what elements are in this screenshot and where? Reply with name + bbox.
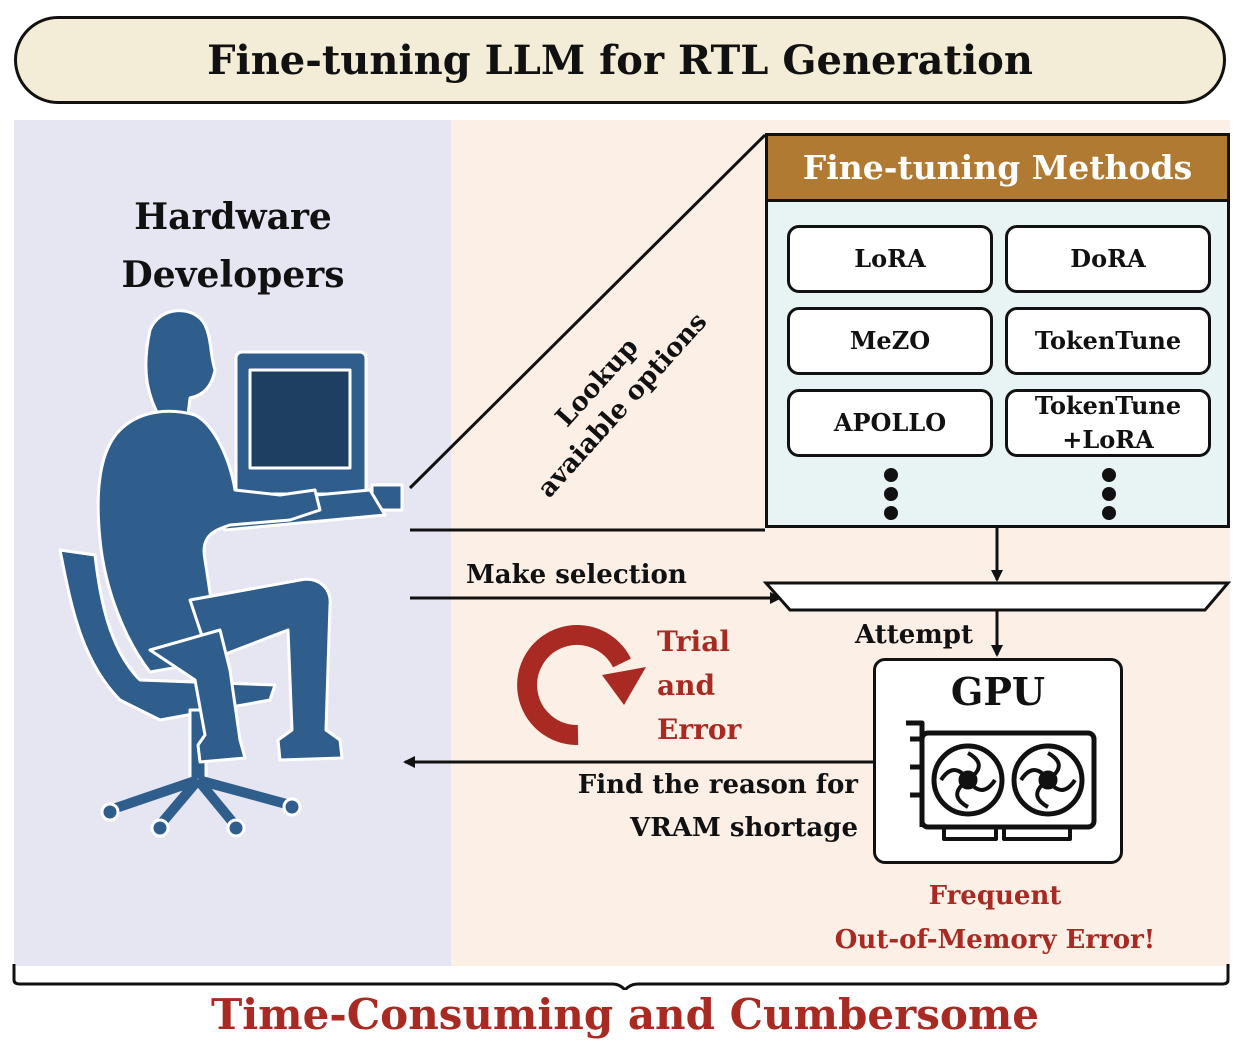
method-lora: LoRA bbox=[787, 225, 993, 293]
gpu-card-icon bbox=[906, 720, 1097, 841]
method-tokentune: TokenTune bbox=[1005, 307, 1211, 375]
cycle-arrow-icon bbox=[517, 625, 646, 745]
trial-and-error-label: Trial and Error bbox=[657, 625, 742, 746]
methods-header: Fine-tuning Methods bbox=[768, 136, 1227, 202]
gpu-label: GPU bbox=[950, 669, 1046, 714]
method-mezo: MeZO bbox=[787, 307, 993, 375]
attempt-label: Attempt bbox=[855, 620, 973, 650]
method-tokentune-lora: TokenTune +LoRA bbox=[1005, 389, 1211, 457]
developers-label: Developers bbox=[121, 254, 345, 296]
make-selection-label: Make selection bbox=[466, 560, 687, 590]
fine-tuning-methods-box: Fine-tuning Methods LoRA DoRA MeZO Token… bbox=[765, 133, 1230, 528]
more-methods-dots-left bbox=[881, 468, 901, 525]
method-dora: DoRA bbox=[1005, 225, 1211, 293]
oom-label: Frequent Out-of-Memory Error! bbox=[834, 881, 1156, 955]
title-banner: Fine-tuning LLM for RTL Generation bbox=[14, 16, 1226, 104]
bottom-caption: Time-Consuming and Cumbersome bbox=[210, 990, 1040, 1039]
gpu-box: GPU bbox=[873, 658, 1123, 864]
brace-icon bbox=[12, 964, 1230, 990]
selector-bar bbox=[762, 581, 1232, 612]
method-apollo: APOLLO bbox=[787, 389, 993, 457]
hardware-label: Hardware bbox=[134, 196, 332, 238]
developer-figure-icon bbox=[58, 309, 404, 838]
hardware-developers-label: Hardware Developers bbox=[40, 188, 426, 304]
find-reason-label: Find the reason for VRAM shortage bbox=[577, 770, 858, 843]
more-methods-dots-right bbox=[1099, 468, 1119, 525]
